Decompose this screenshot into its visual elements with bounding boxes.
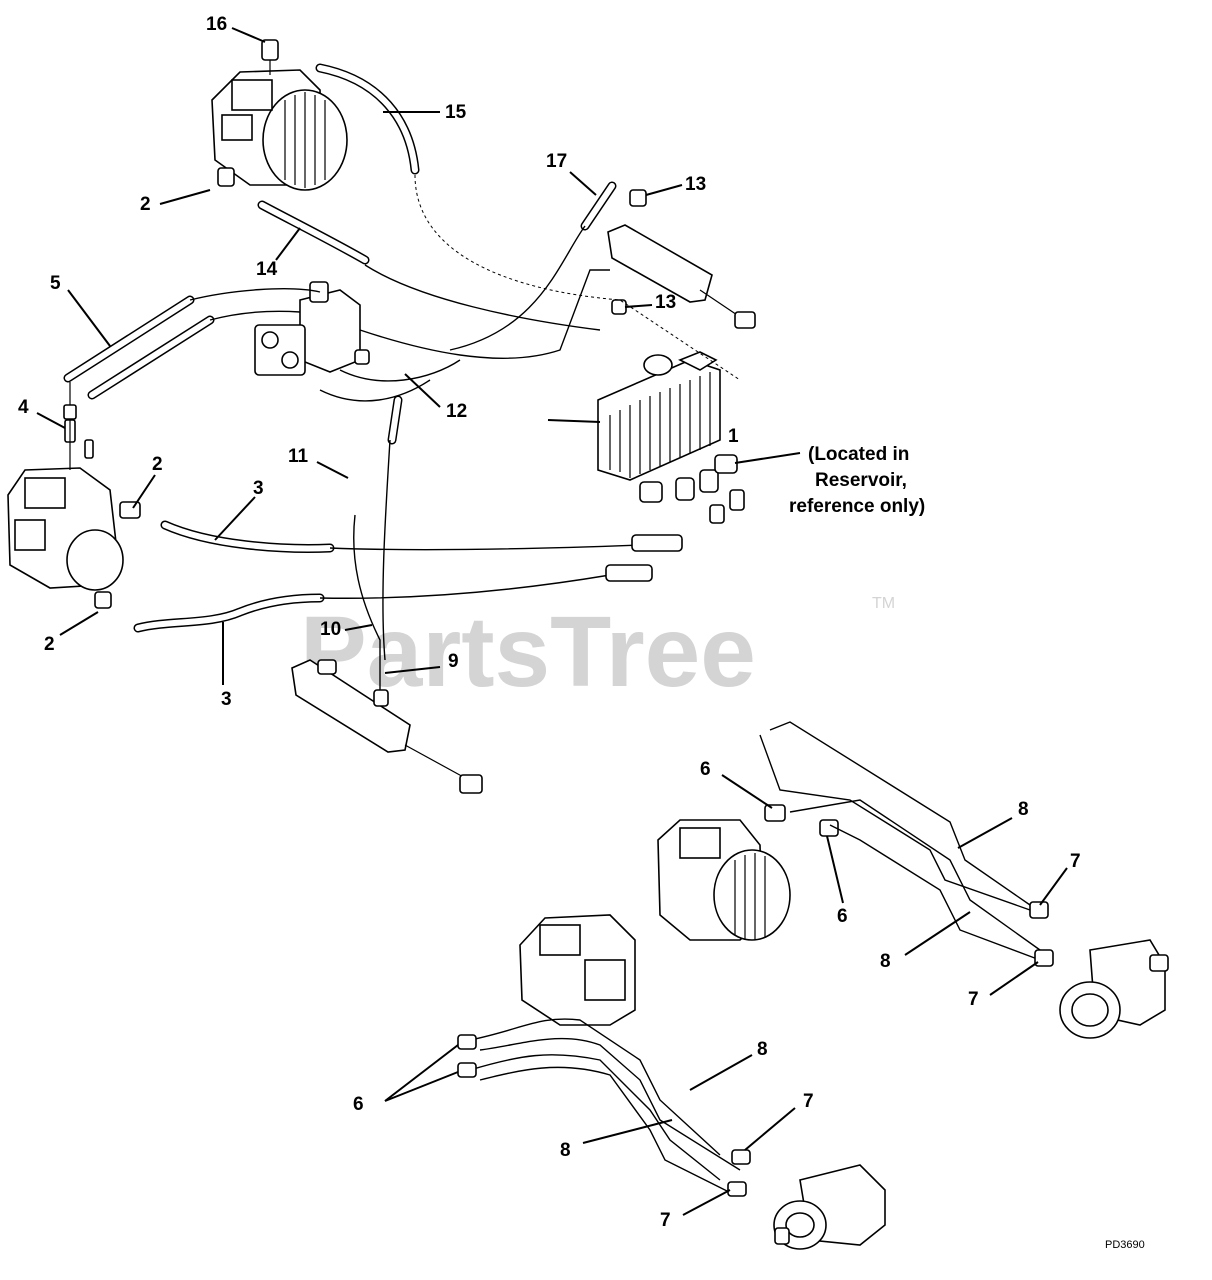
- upper-cylinder: [607, 189, 756, 329]
- leader-lines: [36, 27, 1068, 1216]
- callout-8: 8: [1018, 799, 1029, 820]
- callout-10: 10: [320, 619, 341, 640]
- note-line-1: (Located in: [808, 444, 909, 465]
- callout-6: 6: [353, 1094, 364, 1115]
- hoses-upper: [63, 63, 741, 690]
- callout-5: 5: [50, 273, 61, 294]
- callout-2: 2: [44, 634, 55, 655]
- callout-3: 3: [253, 478, 264, 499]
- right-pump-assembly: [657, 721, 1169, 1039]
- callout-1: 1: [728, 426, 739, 447]
- callout-17: 17: [546, 151, 567, 172]
- callout-9: 9: [448, 651, 459, 672]
- callout-15: 15: [445, 102, 467, 123]
- callout-7: 7: [968, 989, 979, 1010]
- drawing-code: PD3690: [1105, 1239, 1145, 1251]
- oil-cooler: [597, 257, 745, 524]
- callout-8: 8: [560, 1140, 571, 1161]
- callout-12: 12: [446, 401, 467, 422]
- reservoir-note: (Located in Reservoir, reference only): [789, 444, 925, 517]
- callout-4: 4: [18, 397, 29, 418]
- valve-block: [254, 281, 370, 376]
- callout-13: 13: [655, 292, 676, 313]
- callout-13: 13: [685, 174, 706, 195]
- callout-labels: 1 2 2 2 3 3 4 5 6 6 6 7 7 7 7 8 8 8 8 9 …: [18, 14, 1081, 1231]
- callout-6: 6: [837, 906, 848, 927]
- callout-3: 3: [221, 689, 232, 710]
- lower-cylinder: [291, 659, 483, 794]
- callout-7: 7: [1070, 851, 1081, 872]
- lower-pump-assembly: [457, 914, 886, 1250]
- note-line-3: reference only): [789, 496, 925, 517]
- callout-2: 2: [140, 194, 151, 215]
- callout-7: 7: [803, 1091, 814, 1112]
- callout-7: 7: [660, 1210, 671, 1231]
- callout-16: 16: [206, 14, 227, 35]
- callout-11: 11: [288, 446, 309, 467]
- callout-8: 8: [757, 1039, 768, 1060]
- callout-8: 8: [880, 951, 891, 972]
- left-pump: [7, 419, 141, 609]
- callout-2: 2: [152, 454, 163, 475]
- callout-6: 6: [700, 759, 711, 780]
- note-line-2: Reservoir,: [815, 470, 907, 491]
- trademark: TM: [872, 595, 895, 612]
- callout-14: 14: [256, 259, 278, 280]
- top-pump: [211, 39, 348, 191]
